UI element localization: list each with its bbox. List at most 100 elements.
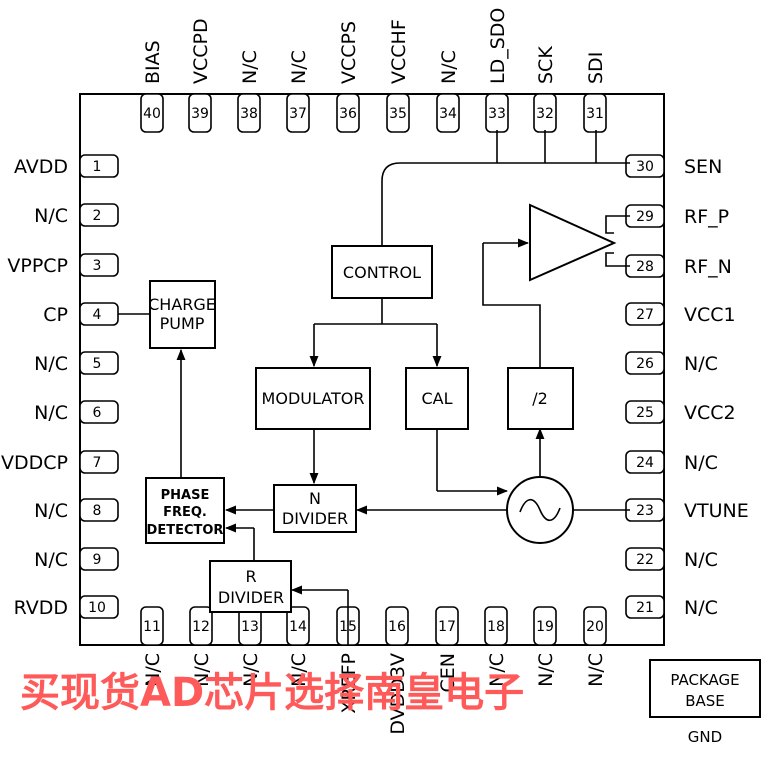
pin-number: 16 — [388, 619, 406, 635]
pin-box — [625, 154, 665, 178]
pin-box — [625, 302, 665, 326]
pin-name: CEN — [437, 653, 459, 692]
pin-name: N/C — [240, 653, 262, 687]
watermark-text: 买现货AD芯片选择南皇电子 — [20, 670, 524, 716]
pin-9: 9N/C — [34, 547, 119, 571]
divide-by-2-label: /2 — [532, 389, 548, 408]
pin-box — [625, 351, 665, 375]
pin-name: SEN — [684, 156, 722, 178]
phase-detector-label-3: DETECTOR — [147, 523, 224, 538]
package-base-label-1: PACKAGE — [670, 671, 739, 689]
pin-19: 19N/C — [533, 606, 557, 687]
pin-name: N/C — [288, 653, 310, 687]
pin-box — [79, 351, 119, 375]
pin-14: 14N/C — [286, 606, 310, 687]
pin-number: 20 — [586, 619, 604, 635]
pin-number: 27 — [636, 307, 654, 323]
pin-name: N/C — [142, 653, 164, 687]
phase-detector-label-2: FREQ. — [163, 505, 207, 520]
pin-box — [286, 93, 310, 133]
pin-name: VPPCP — [7, 255, 68, 277]
wiring — [118, 130, 630, 645]
pin-name: VCCHF — [388, 19, 410, 84]
pin-box — [140, 606, 164, 646]
pin-number: 8 — [93, 503, 102, 519]
pin-name: N/C — [288, 50, 310, 84]
n-divider-label-1: N — [309, 489, 321, 508]
pin-box — [533, 606, 557, 646]
package-base: PACKAGE BASE GND — [649, 659, 761, 746]
pin-number: 31 — [586, 106, 604, 122]
pin-name: N/C — [486, 653, 508, 687]
phase-detector-label-1: PHASE — [161, 488, 210, 503]
charge-pump-label-1: CHARGE — [148, 295, 216, 314]
control-block: CONTROL — [331, 245, 433, 299]
pin-name: N/C — [34, 402, 68, 424]
pin-box — [79, 595, 119, 619]
pin-name: N/C — [34, 500, 68, 522]
pin-name: N/C — [684, 353, 718, 375]
pin-box — [625, 400, 665, 424]
pin-6: 6 N/C — [34, 400, 119, 424]
pin-box — [625, 450, 665, 474]
pin-box — [583, 606, 607, 646]
pin-number: 24 — [636, 455, 654, 471]
pin-number: 2 — [93, 208, 102, 224]
pin-name: AVDD — [14, 156, 68, 178]
pin-box — [237, 93, 261, 133]
pin-37: 37 N/C — [286, 50, 310, 133]
pin-name: LD_SDO — [487, 8, 509, 84]
pin-number: 39 — [191, 106, 209, 122]
pin-number: 25 — [636, 405, 654, 421]
charge-pump-label-2: PUMP — [160, 314, 205, 333]
pin-4: 4CP — [43, 302, 119, 326]
pin-box — [79, 253, 119, 277]
pin-name: VCC1 — [684, 304, 736, 326]
output-amplifier-symbol — [529, 203, 617, 282]
cal-label: CAL — [421, 389, 452, 408]
pin-box — [188, 93, 212, 133]
pin-number: 13 — [241, 619, 259, 635]
pin-name: BIAS — [142, 40, 164, 84]
pin-name: XREFP — [338, 653, 360, 714]
pin-20: 20N/C — [583, 606, 607, 687]
pin-name: N/C — [34, 549, 68, 571]
r-divider-block: R DIVIDER — [209, 560, 292, 613]
n-divider-block: N DIVIDER — [273, 484, 357, 533]
pin-name: RF_P — [684, 206, 729, 228]
pin-number: 23 — [636, 503, 654, 519]
pin-name: VDDCP — [1, 452, 68, 474]
pin-number: 10 — [88, 600, 106, 616]
cal-block: CAL — [405, 367, 469, 430]
control-label: CONTROL — [343, 263, 421, 282]
charge-pump-block: CHARGE PUMP — [148, 280, 216, 349]
pin-name: N/C — [684, 597, 718, 619]
pin-name: CP — [43, 304, 68, 326]
pin-number: 18 — [487, 619, 505, 635]
r-divider-label-1: R — [245, 567, 256, 586]
pin-11: 11N/C — [140, 606, 164, 687]
pin-2: 2 N/C — [34, 203, 119, 227]
pin-box — [79, 450, 119, 474]
pin-number: 29 — [636, 209, 654, 225]
package-base-label-2: BASE — [685, 692, 725, 710]
pin-name: N/C — [34, 205, 68, 227]
pin-box — [79, 203, 119, 227]
pin-name: N/C — [191, 653, 213, 687]
pin-number: 37 — [289, 106, 307, 122]
pin-number: 6 — [93, 405, 102, 421]
pin-27: 27 VCC1 — [625, 302, 736, 326]
pin-34: 34N/C — [436, 50, 460, 133]
pin-name: N/C — [585, 653, 607, 687]
